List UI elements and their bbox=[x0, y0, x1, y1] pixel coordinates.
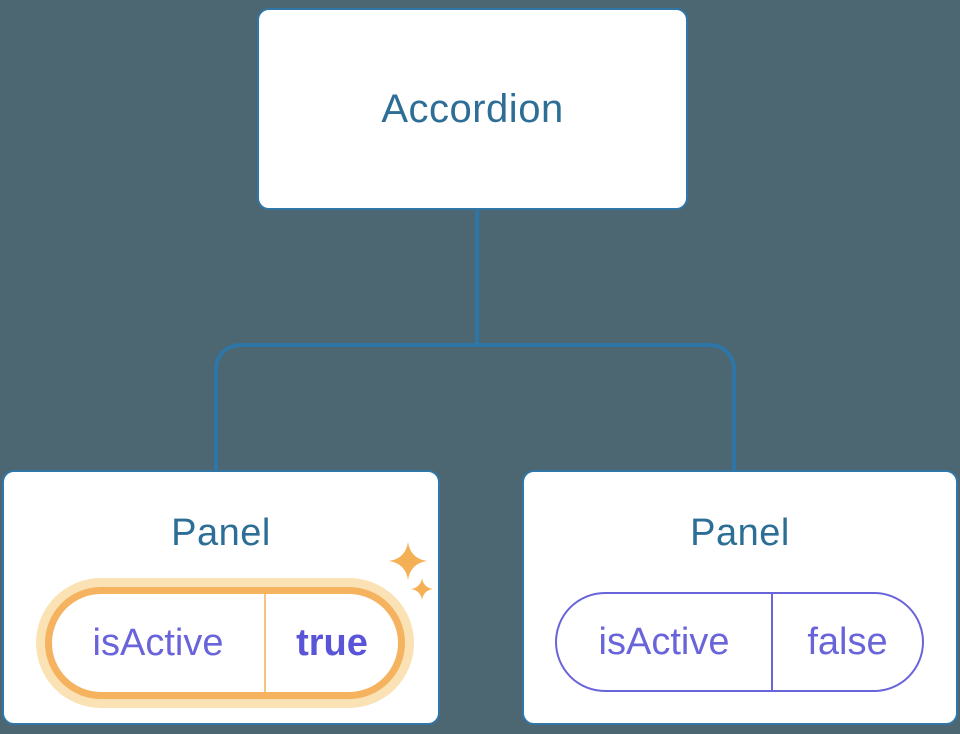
panel-title: Panel bbox=[690, 512, 790, 554]
accordion-label: Accordion bbox=[381, 86, 564, 131]
panel-node-active: Panel isActive true bbox=[2, 470, 440, 725]
sparkles-icon bbox=[389, 542, 433, 600]
panel-node-inactive: Panel isActive false bbox=[522, 470, 958, 725]
tree-branch-connector bbox=[214, 343, 736, 478]
state-value-label: false bbox=[807, 620, 888, 663]
state-value-label: true bbox=[296, 621, 368, 664]
pill-divider bbox=[264, 594, 266, 692]
state-name-label: isActive bbox=[92, 621, 224, 664]
state-name-cell: isActive bbox=[557, 594, 771, 690]
state-name-label: isActive bbox=[598, 620, 730, 663]
state-pill-active: isActive true bbox=[45, 587, 405, 699]
state-name-cell: isActive bbox=[52, 594, 264, 692]
pill-divider bbox=[771, 594, 773, 690]
state-pill-inactive: isActive false bbox=[555, 592, 924, 692]
state-value-cell: true bbox=[266, 594, 398, 692]
accordion-node: Accordion bbox=[257, 8, 688, 210]
state-value-cell: false bbox=[773, 594, 922, 690]
panel-title: Panel bbox=[171, 512, 271, 554]
tree-stem-line bbox=[475, 210, 479, 345]
